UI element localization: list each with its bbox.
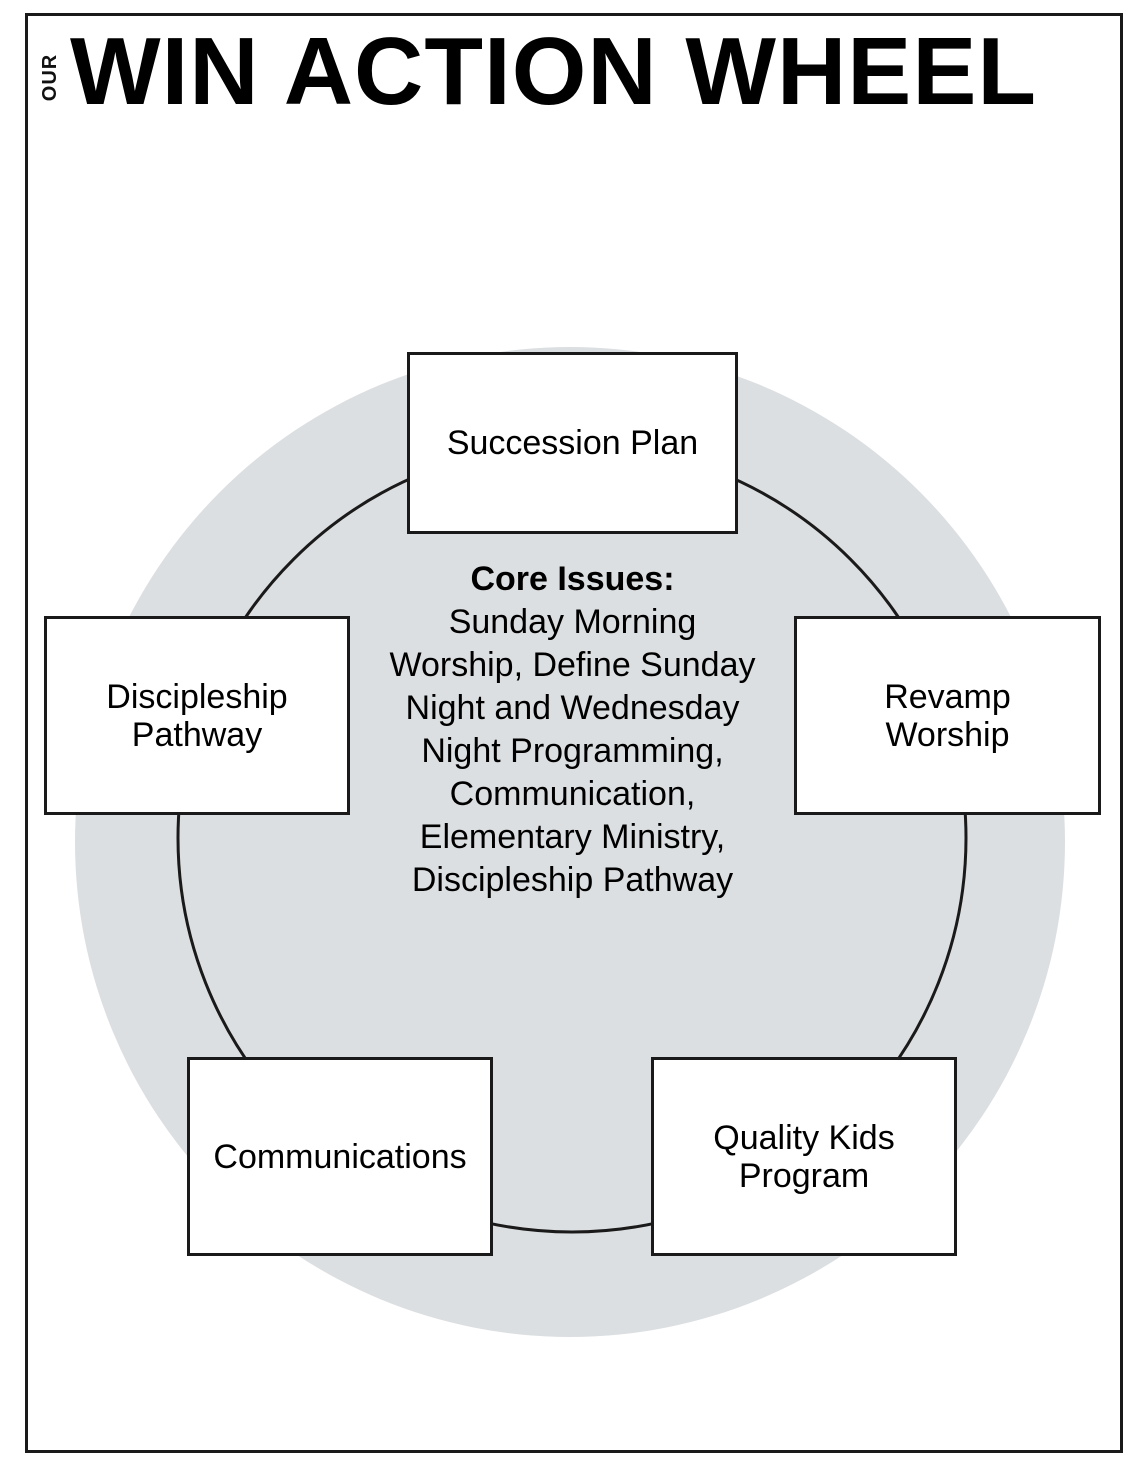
- node-kids-line2: Program: [738, 1156, 870, 1195]
- node-succession-plan-label: Succession Plan: [446, 424, 699, 462]
- node-revamp-line2: Worship: [885, 715, 1010, 754]
- node-discipleship-pathway: Discipleship Pathway: [44, 616, 350, 815]
- core-issues-heading: Core Issues:: [470, 560, 675, 598]
- node-revamp-line1: Revamp: [884, 677, 1011, 716]
- node-discipleship-line1: Discipleship: [106, 677, 288, 716]
- core-issues-body: Sunday Morning Worship, Define Sunday Ni…: [389, 603, 756, 899]
- node-discipleship-line2: Pathway: [131, 715, 263, 754]
- node-quality-kids-program: Quality Kids Program: [651, 1057, 957, 1256]
- node-communications: Communications: [187, 1057, 493, 1256]
- node-kids-line1: Quality Kids: [713, 1118, 895, 1157]
- node-revamp-worship: Revamp Worship: [794, 616, 1101, 815]
- core-issues: Core Issues: Sunday Morning Worship, Def…: [380, 558, 765, 902]
- node-succession-plan: Succession Plan: [407, 352, 738, 534]
- page-frame: [25, 13, 1123, 1453]
- page-title: WIN ACTION WHEEL: [70, 18, 1037, 125]
- node-communications-label: Communications: [213, 1137, 467, 1176]
